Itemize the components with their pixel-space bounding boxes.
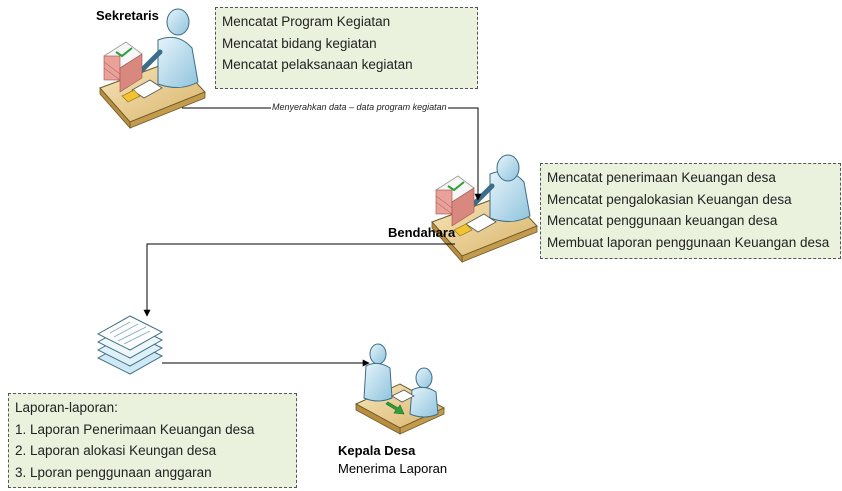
note-line: Mencatat pengalokasian Keuangan desa — [547, 191, 792, 207]
note-line: Mencatat bidang kegiatan — [222, 35, 377, 51]
actor-label-sekretaris: Sekretaris — [96, 8, 159, 23]
kepala-desa-meeting-icon — [354, 343, 446, 435]
kepala-desa-caption: Menerima Laporan — [338, 461, 448, 476]
flow-arrow-bendahara-to-documents — [143, 243, 455, 317]
note-line: Mencatat penerimaan Keuangan desa — [547, 170, 776, 185]
note-line: Membuat laporan penggunaan Keuangan desa — [547, 234, 830, 250]
bendahara-workstation-icon — [431, 154, 538, 264]
note-line: Mencatat Program Kegiatan — [222, 14, 391, 29]
laporan-note: Laporan-laporan: 1. Laporan Penerimaan K… — [8, 393, 297, 488]
note-line: Mencatat penggunaan keuangan desa — [547, 213, 778, 228]
actor-label-kepala-desa: Kepala Desa — [338, 443, 416, 458]
sekretaris-workstation-icon — [99, 8, 206, 130]
note-line: 1. Laporan Penerimaan Keuangan desa — [15, 421, 255, 437]
note-line: Laporan-laporan: — [15, 400, 118, 415]
note-line: Mencatat pelaksanaan kegiatan — [222, 57, 413, 72]
document-stack-icon — [96, 315, 164, 375]
note-line: 2. Laporan alokasi Keungan desa — [15, 443, 217, 458]
bendahara-task-note: Mencatat penerimaan Keuangan desa Mencat… — [540, 163, 841, 259]
flow-label: Menyerahkan data – data program kegiatan — [271, 102, 448, 112]
sekretaris-task-note: Mencatat Program Kegiatan Mencatat bidan… — [215, 7, 478, 89]
actor-label-bendahara: Bendahara — [388, 225, 456, 240]
note-line: 3. Lporan penggunaan anggaran — [15, 464, 212, 480]
flow-arrow-sekretaris-to-bendahara — [182, 107, 482, 201]
